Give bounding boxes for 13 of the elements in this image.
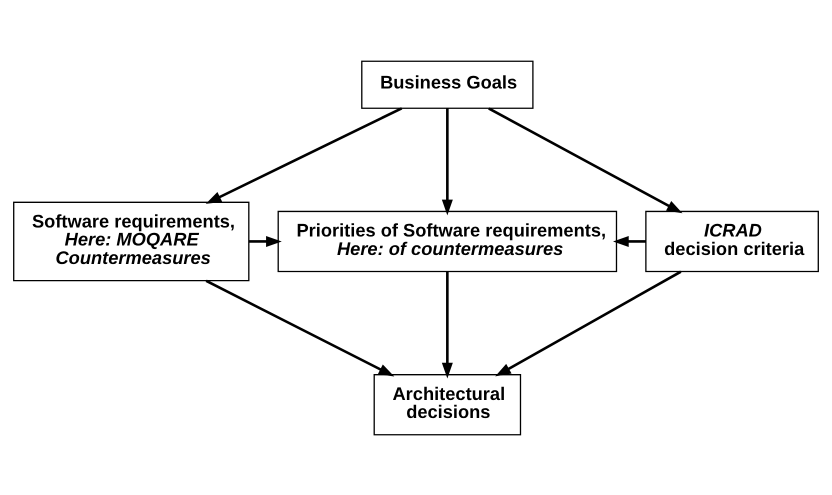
arrow [613, 235, 646, 246]
arrow [206, 279, 394, 376]
arrow [442, 271, 453, 378]
node-box: Priorities of Software requirements, Here: of countermeasures [278, 210, 618, 272]
arrow [488, 106, 682, 213]
arrow [495, 270, 682, 376]
node-box: Software requirements, Here: MOQARE Countermeasures [13, 201, 250, 281]
arrow [442, 108, 453, 215]
arrow [249, 235, 282, 246]
node-box: Architectural decisions [374, 374, 522, 435]
node-box: Business Goals [361, 60, 534, 108]
node-box: ICRAD decision criteria [645, 210, 819, 272]
arrow [206, 106, 402, 204]
